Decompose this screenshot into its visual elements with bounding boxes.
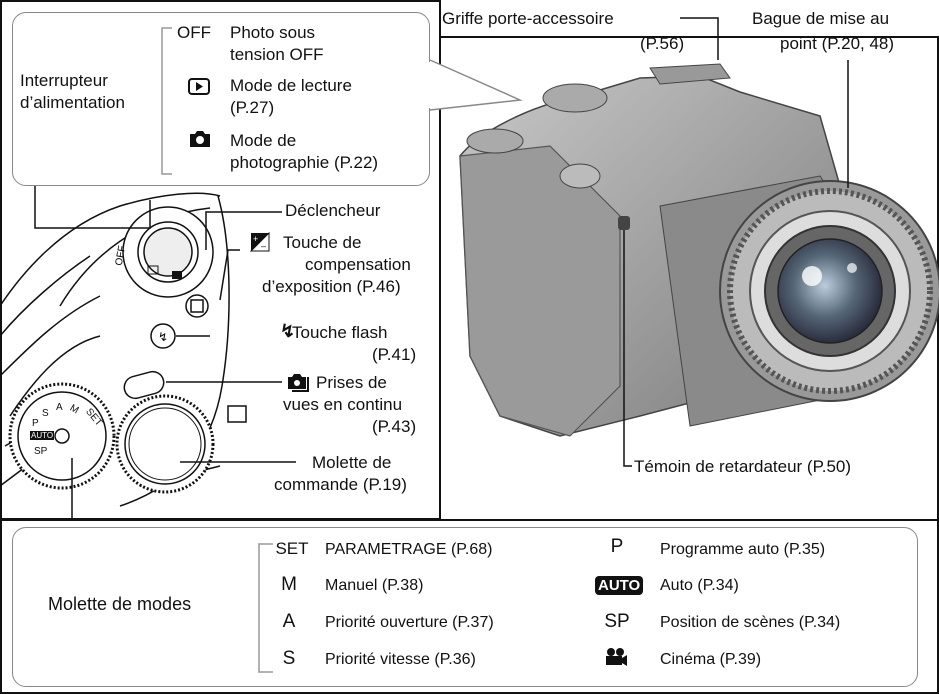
burst-label-2: vues en continu [283, 395, 403, 414]
exposure-label-2: compensation [305, 255, 411, 274]
left-leader-lines [34, 186, 296, 520]
flash-label-2: (P.41) [372, 345, 417, 364]
dial-mark-a: A [56, 402, 63, 413]
mode-key-sp: SP [604, 611, 630, 632]
flash-icon: ↯ [280, 321, 296, 341]
camera-icon [188, 129, 212, 154]
svg-text:+: + [253, 234, 258, 244]
dial-mark-auto: AUTO [30, 431, 55, 440]
dial-mark-p: P [32, 418, 39, 429]
dial-label-2: commande (P.19) [274, 475, 407, 494]
svg-text:↯: ↯ [158, 330, 168, 344]
focus-ring-label-2: point (P.20, 48) [780, 34, 895, 53]
bottom-panel-frame [0, 519, 939, 694]
camera-top-drawing: OFF ↯ [0, 192, 247, 507]
movie-icon [604, 647, 628, 672]
mode-key-s: S [282, 648, 296, 669]
off-label-2: tension OFF [230, 45, 324, 64]
self-timer-label: Témoin de retardateur (P.50) [634, 457, 852, 476]
dial-mark-s: S [42, 408, 49, 419]
exposure-icon: +– [249, 231, 270, 257]
mode-label-auto: Auto (P.34) [660, 577, 739, 594]
mode-key-set: SET [275, 539, 309, 558]
burst-icon [286, 371, 314, 398]
mode-label-m: Manuel (P.38) [325, 577, 424, 594]
mode-label-sp: Position de scènes (P.34) [660, 614, 841, 631]
mode-label-set: PARAMETRAGE (P.68) [325, 541, 493, 558]
mode-key-auto: AUTO [595, 576, 644, 595]
mode-label-movie: Cinéma (P.39) [660, 651, 762, 668]
mode-key-p: P [610, 536, 624, 557]
power-switch-callout [12, 12, 430, 186]
mode-dial-drawing [8, 382, 116, 490]
hot-shoe-ref: (P.56) [640, 34, 685, 53]
svg-text:OFF: OFF [114, 245, 128, 267]
mode-dial-callout [12, 527, 918, 687]
power-switch-bracket [161, 27, 172, 175]
mode-label-s: Priorité vitesse (P.36) [325, 651, 476, 668]
focus-ring-label-1: Bague de mise au [752, 9, 890, 28]
mode-key-m: M [281, 574, 297, 595]
mode-dial-bracket [258, 543, 273, 673]
mode-key-a: A [282, 611, 296, 632]
play-label-1: Mode de lecture [230, 76, 352, 95]
camera-photo [459, 63, 939, 437]
off-key: OFF [177, 23, 211, 42]
dial-mark-sp: SP [34, 446, 48, 457]
mode-label-p: Programme auto (P.35) [660, 541, 826, 558]
play-label-2: (P.27) [230, 98, 275, 117]
power-switch-title-1: Interrupteur [20, 71, 108, 90]
shoot-label-2: photographie (P.22) [230, 153, 379, 172]
playback-icon [188, 78, 210, 101]
shutter-button [122, 206, 214, 298]
exposure-label-3: d’exposition (P.46) [262, 277, 401, 296]
command-dial [115, 394, 215, 494]
off-label-1: Photo sous [230, 23, 316, 42]
mode-label-a: Priorité ouverture (P.37) [325, 614, 494, 631]
flash-label-1: Touche flash [292, 323, 388, 342]
power-switch-title-2: d’alimentation [20, 93, 125, 112]
dial-label-1: Molette de [312, 453, 392, 472]
mode-dial-title: Molette de modes [48, 594, 192, 614]
burst-label-3: (P.43) [372, 417, 417, 436]
svg-text:–: – [261, 241, 266, 251]
exposure-label-1: Touche de [283, 233, 362, 252]
burst-label-1: Prises de [316, 373, 387, 392]
shoot-label-1: Mode de [230, 131, 297, 150]
shutter-label: Déclencheur [285, 201, 381, 220]
hot-shoe-label: Griffe porte-accessoire [442, 9, 614, 28]
